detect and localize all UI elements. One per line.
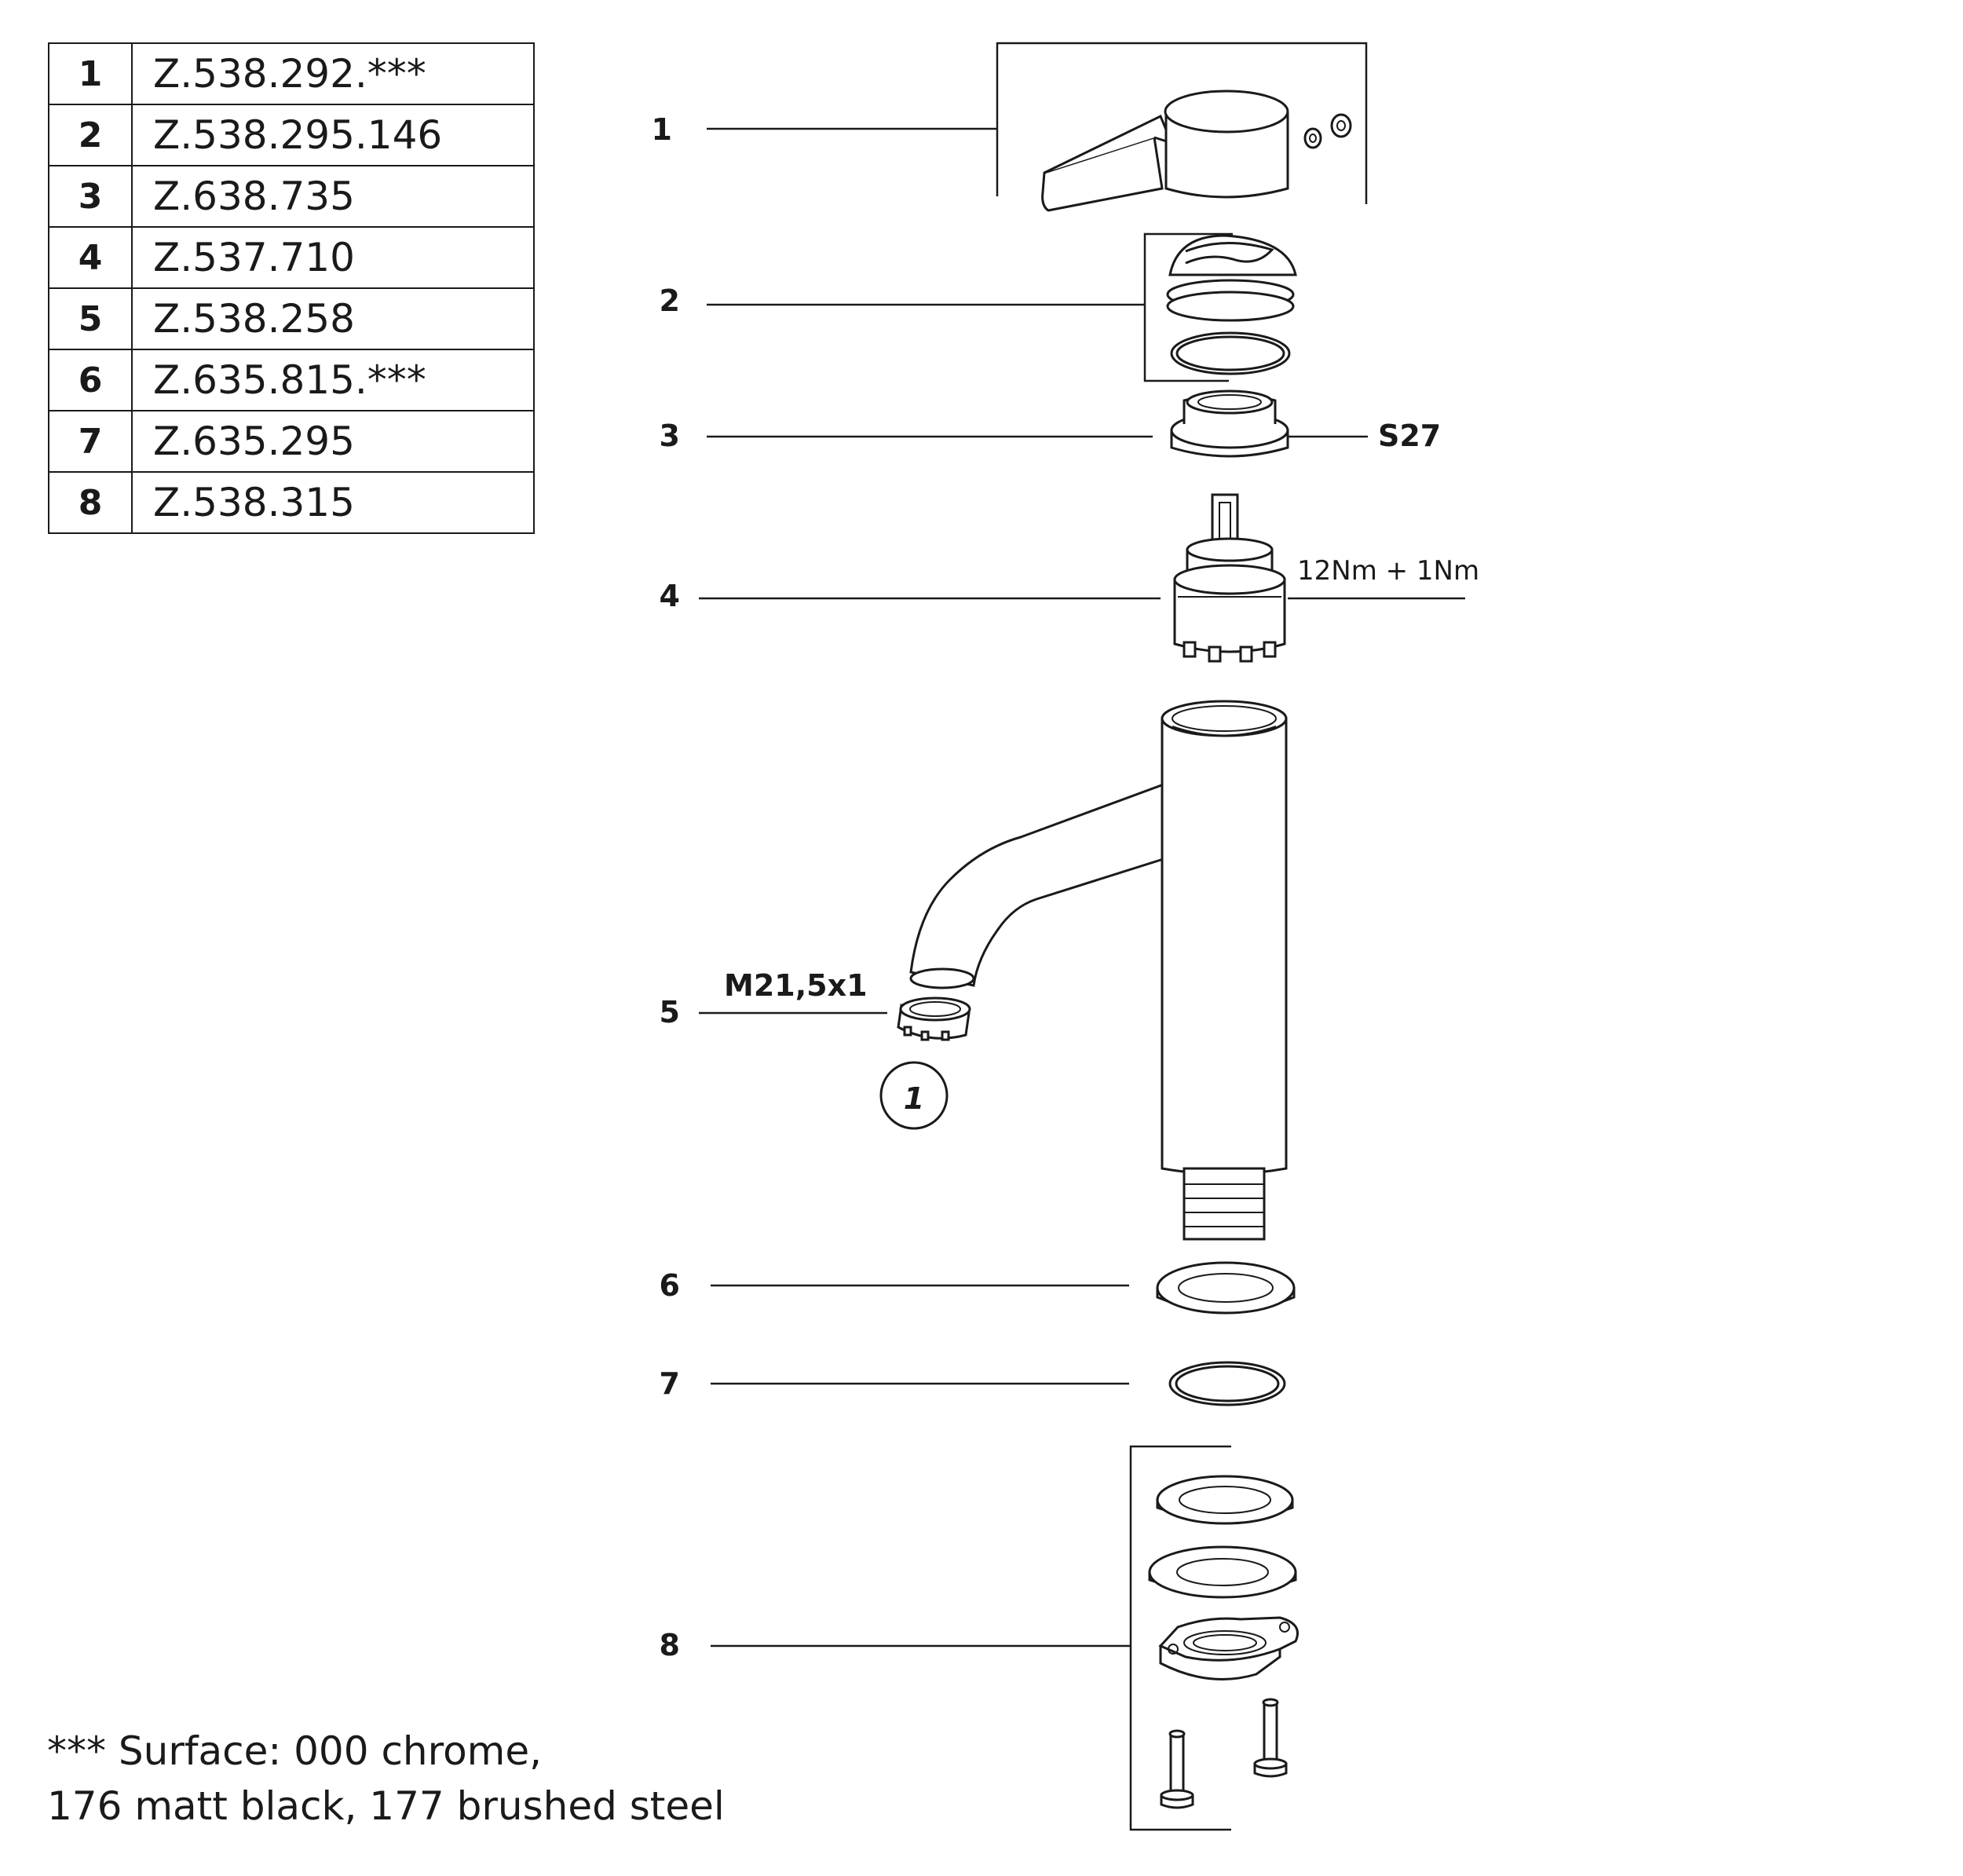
part-3-nut: 3 S27: [660, 389, 1441, 458]
part-8-fixing-set: 8: [660, 1445, 1299, 1831]
part-code: Z.538.315: [131, 471, 535, 534]
wrench-size-label: S27: [1378, 419, 1441, 453]
part-number: 1: [48, 42, 133, 105]
part-7-o-ring: 7: [660, 1361, 1286, 1406]
part-number: 8: [48, 471, 133, 534]
footnote-line-2: 176 matt black, 177 brushed steel: [47, 1783, 725, 1829]
thread-label: M21,5x1: [724, 968, 868, 1003]
part-number: 2: [48, 104, 133, 166]
callout-4: 4: [660, 579, 680, 613]
part-code: Z.635.815.***: [131, 349, 535, 411]
part-code: Z.538.295.146: [131, 104, 535, 166]
part-number: 6: [48, 349, 133, 411]
callout-1: 1: [652, 112, 672, 147]
callout-7: 7: [660, 1366, 680, 1401]
part-code: Z.638.735: [131, 165, 535, 228]
part-number: 7: [48, 410, 133, 473]
callout-3: 3: [660, 419, 680, 453]
callout-2: 2: [660, 283, 680, 318]
torque-label: 12Nm + 1Nm: [1297, 555, 1479, 587]
part-code: Z.635.295: [131, 410, 535, 473]
part-code: Z.538.258: [131, 287, 535, 350]
part-4-cartridge: 4 12Nm + 1Nm: [660, 493, 1479, 663]
part-number: 3: [48, 165, 133, 228]
part-code: Z.538.292.***: [131, 42, 535, 105]
callout-5: 5: [660, 995, 680, 1029]
part-number: 5: [48, 287, 133, 350]
part-number: 4: [48, 226, 133, 289]
part-6-base-washer: 6: [660, 1261, 1296, 1315]
surface-footnote: *** Surface: 000 chrome, 176 matt black,…: [47, 1724, 725, 1834]
part-2-cap-set: 2: [660, 232, 1297, 382]
tool-number-label: 1: [904, 1081, 924, 1116]
part-code: Z.537.710: [131, 226, 535, 289]
footnote-line-1: *** Surface: 000 chrome,: [47, 1728, 543, 1774]
part-1-lever-handle: 1: [652, 42, 1368, 212]
callout-8: 8: [660, 1628, 680, 1662]
callout-6: 6: [660, 1268, 680, 1303]
part-5-body-spout: 5 M21,5x1 1: [660, 700, 1288, 1241]
